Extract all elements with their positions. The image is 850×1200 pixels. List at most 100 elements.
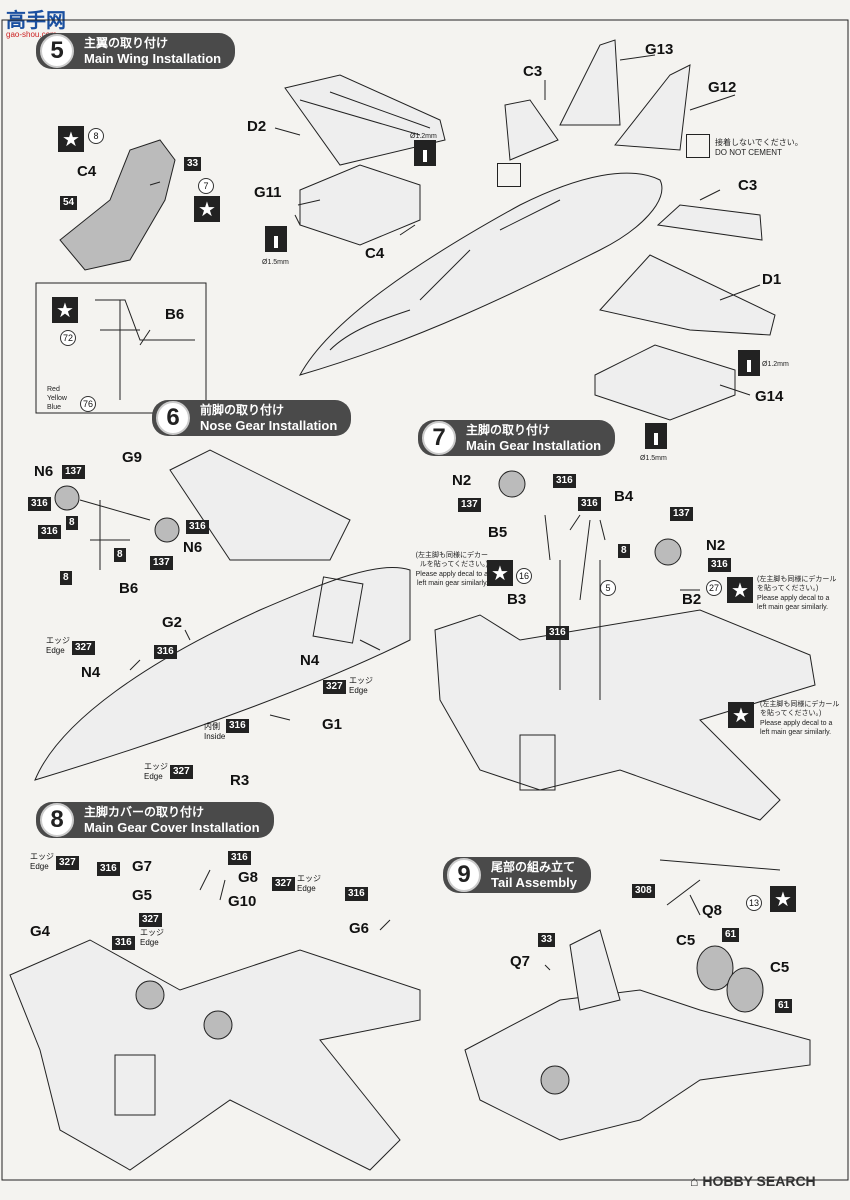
do-not-cement-ja: 接着しないでください。 (715, 138, 803, 147)
part-label: G10 (228, 893, 257, 910)
part-label: N2 (706, 537, 726, 554)
step-title-en: Main Wing Installation (84, 51, 222, 66)
part-label: R3 (230, 772, 250, 789)
decal-note-ja: (左主脚も同様にデカールを貼ってください。) (415, 552, 488, 568)
decal-note-ja: (左主脚も同様にデカールを貼ってください。) (757, 576, 837, 592)
paint-number: 308 (632, 884, 655, 898)
inside-label-en: Inside (204, 732, 226, 741)
paint-number: 316 (553, 474, 576, 488)
part-label: C4 (77, 163, 97, 180)
part-label: B6 (165, 306, 185, 323)
paint-number: 316 (38, 525, 61, 539)
step-title-en: Tail Assembly (491, 875, 577, 890)
edge-label-ja: エッジ (349, 676, 373, 685)
part-label: G7 (132, 858, 153, 875)
part-label: Q8 (702, 902, 723, 919)
decal-number: 72 (60, 330, 76, 346)
paint-number: 33 (184, 157, 202, 171)
part-label: G2 (162, 614, 183, 631)
step-title-ja: 尾部の組み立て (491, 860, 576, 874)
part-label: N2 (452, 472, 472, 489)
paint-number: 316 (154, 645, 177, 659)
paint-number: 137 (670, 507, 693, 521)
decal-number: 8 (88, 128, 104, 144)
watermark-text: 高手网 (6, 10, 66, 32)
step-title-en: Main Gear Installation (466, 438, 602, 453)
paint-number: 316 (345, 887, 368, 901)
step-number: 5 (40, 34, 74, 68)
brand-text: HOBBY SEARCH (702, 1173, 816, 1189)
paint-number: 327 (72, 641, 95, 655)
part-label: G13 (645, 41, 674, 58)
color-label-blue: Blue (47, 404, 62, 411)
paint-number: 316 (28, 497, 51, 511)
paint-number: 137 (62, 465, 85, 479)
paint-number: 316 (708, 558, 731, 572)
decal-star-icon: ★ (194, 196, 220, 222)
do-not-cement-icon (686, 134, 710, 158)
paint-number: 327 (139, 913, 162, 927)
part-label: N4 (81, 664, 101, 681)
paint-number: 8 (618, 544, 630, 558)
step-title-en: Main Gear Cover Installation (84, 820, 260, 835)
decal-note-en: Please apply decal to a left main gear s… (757, 595, 830, 611)
part-label: N6 (183, 539, 203, 556)
inside-label-ja: 内側 (204, 722, 220, 731)
paint-number: 316 (578, 497, 601, 511)
edge-label-ja: エッジ (30, 852, 54, 861)
part-label: B2 (682, 591, 702, 608)
decal-star-icon: ★ (728, 702, 754, 728)
paint-number: 8 (114, 548, 126, 562)
drill-icon (645, 423, 667, 449)
edge-label-en: Edge (349, 686, 368, 695)
drill-icon (738, 350, 760, 376)
decal-number: 5 (600, 580, 616, 596)
decal-number: 76 (80, 396, 96, 412)
edge-label-ja: エッジ (297, 874, 321, 883)
step-number: 7 (422, 421, 456, 455)
part-label: G6 (349, 920, 370, 937)
paint-number: 327 (272, 877, 295, 891)
decal-star-icon: ★ (487, 560, 513, 586)
part-label: G4 (30, 923, 51, 940)
part-label: G12 (708, 79, 737, 96)
part-label: D1 (762, 271, 782, 288)
paint-number: 316 (112, 936, 135, 950)
drill-size: Ø1.5mm (262, 259, 289, 266)
edge-label-en: Edge (297, 884, 316, 893)
edge-label-en: Edge (140, 938, 159, 947)
part-label: B5 (488, 524, 508, 541)
paint-number: 33 (538, 933, 556, 947)
step-title-en: Nose Gear Installation (200, 418, 338, 433)
step-number: 8 (40, 803, 74, 837)
part-label: C5 (770, 959, 790, 976)
edge-label-ja: エッジ (140, 928, 164, 937)
part-label: G1 (322, 716, 343, 733)
decal-star-icon: ★ (770, 886, 796, 912)
hobby-search-logo: ⌂ HOBBY SEARCH (690, 1173, 816, 1189)
part-label: G9 (122, 449, 143, 466)
paint-number: 316 (226, 719, 249, 733)
part-label: B3 (507, 591, 527, 608)
do-not-cement-en: DO NOT CEMENT (715, 148, 782, 157)
step-title-ja: 主翼の取り付け (84, 36, 169, 50)
paint-number: 327 (56, 856, 79, 870)
drill-size: Ø1.2mm (410, 133, 437, 140)
decal-note-en: Please apply decal to a left main gear s… (760, 720, 833, 736)
color-label-yellow: Yellow (47, 395, 67, 402)
drill-icon (414, 140, 436, 166)
step-number: 9 (447, 858, 481, 892)
paint-number: 8 (60, 571, 72, 585)
part-label: G5 (132, 887, 153, 904)
paint-number: 316 (186, 520, 209, 534)
decal-number: 7 (198, 178, 214, 194)
paint-number: 316 (228, 851, 251, 865)
paint-number: 137 (458, 498, 481, 512)
part-label: N4 (300, 652, 320, 669)
part-label: G11 (254, 184, 282, 201)
paint-number: 316 (546, 626, 569, 640)
